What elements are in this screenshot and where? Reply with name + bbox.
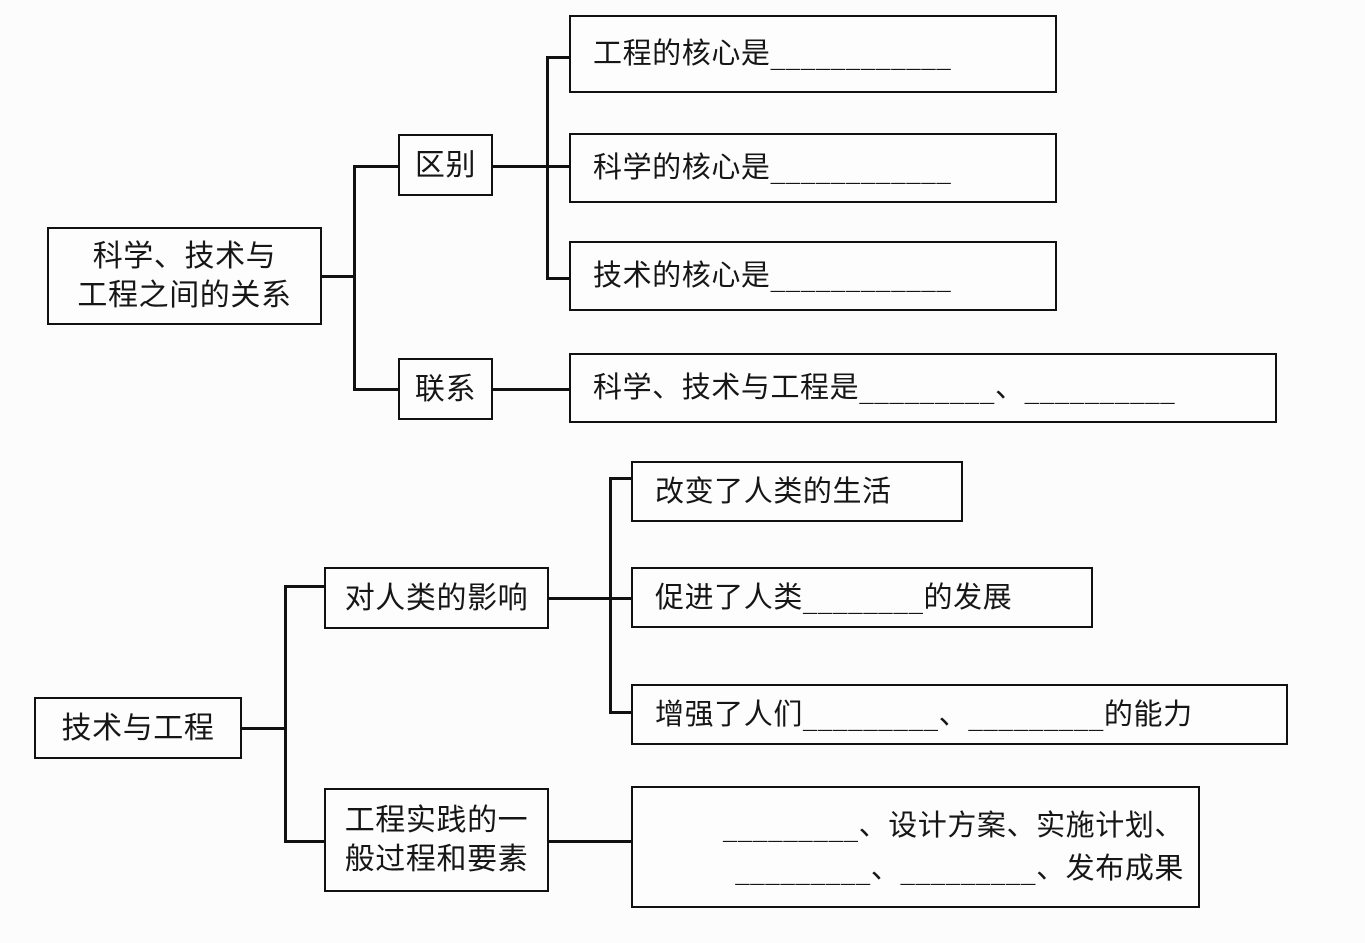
branch-node-impact-on-humanity: 对人类的影响 [324,567,549,629]
leaf-node-technology-core-label: 技术的核心是____________ [593,258,952,293]
root-node-technology-and-engineering: 技术与工程 [34,697,242,759]
connector-root2-to-shijian [284,840,324,843]
leaf-node-engineering-core-label: 工程的核心是____________ [593,36,952,71]
connector-impact-to-leaf-2 [609,597,632,600]
connector-root1-to-lianxi [353,388,398,391]
root-node-2-label: 技术与工程 [61,710,215,746]
branch-node-qubie-label: 区别 [414,147,477,183]
connector-impact-to-leaf-1 [609,477,632,480]
connector-root2-spine [284,586,287,842]
branch-node-lianxi: 联系 [398,358,493,420]
connector-root2-to-yingxiang [284,585,324,588]
branch-node-impact-on-humanity-label: 对人类的影响 [344,580,529,616]
connector-qubie-to-leaf-1 [546,56,569,59]
leaf-node-practice-elements: _________、设计方案、实施计划、 _________、_________… [631,786,1200,908]
leaf-node-relation-statement-label: 科学、技术与工程是_________、__________ [593,370,1176,405]
connector-impact-spine [609,478,612,713]
connector-qubie-stub [493,165,548,168]
leaf-node-practice-elements-label: _________、设计方案、实施计划、 _________、_________… [722,808,1184,885]
connector-qubie-to-leaf-2 [546,165,569,168]
leaf-node-engineering-core: 工程的核心是____________ [569,15,1057,93]
leaf-node-relation-statement: 科学、技术与工程是_________、__________ [569,353,1277,423]
leaf-node-promoted-development: 促进了人类________的发展 [631,567,1093,628]
leaf-node-enhanced-abilities-label: 增强了人们_________、_________的能力 [655,696,1193,731]
leaf-node-technology-core: 技术的核心是____________ [569,241,1057,311]
branch-node-engineering-practice-process-label: 工程实践的一 般过程和要素 [344,803,529,877]
connector-qubie-spine [546,57,549,279]
connector-root1-to-qubie [353,165,398,168]
connector-lianxi-to-leaf [493,388,569,391]
root-node-science-tech-engineering-relation: 科学、技术与 工程之间的关系 [47,227,322,325]
connector-impact-to-leaf-3 [609,711,632,714]
connector-root1-spine [353,166,356,390]
connector-impact-stub [549,597,611,600]
leaf-node-promoted-development-label: 促进了人类________的发展 [655,579,1013,614]
branch-node-engineering-practice-process: 工程实践的一 般过程和要素 [324,788,549,892]
connector-practice-to-leaf [549,840,632,843]
branch-node-qubie: 区别 [398,134,493,196]
leaf-node-changed-human-life-label: 改变了人类的生活 [655,473,892,508]
branch-node-lianxi-label: 联系 [414,371,477,407]
connector-root2-stub [242,727,286,730]
connector-qubie-to-leaf-3 [546,277,569,280]
leaf-node-science-core-label: 科学的核心是____________ [593,150,952,185]
connector-root1-stub [322,275,355,278]
root-node-1-label: 科学、技术与 工程之间的关系 [77,239,292,313]
leaf-node-enhanced-abilities: 增强了人们_________、_________的能力 [631,684,1288,745]
leaf-node-changed-human-life: 改变了人类的生活 [631,461,963,522]
leaf-node-science-core: 科学的核心是____________ [569,133,1057,203]
